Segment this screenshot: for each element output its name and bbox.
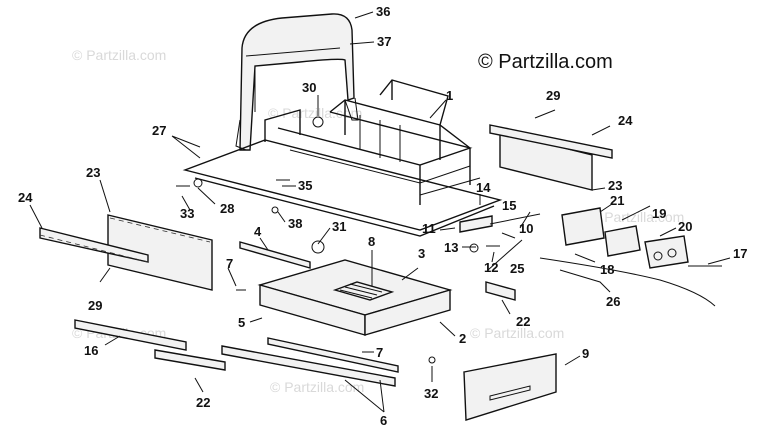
callout-16: 16 — [84, 343, 98, 358]
rack-frame — [182, 79, 503, 237]
callout-7b: 7 — [376, 345, 383, 360]
callout-17: 17 — [733, 246, 747, 261]
callout-15: 15 — [502, 198, 516, 213]
callout-7a: 7 — [226, 256, 233, 271]
callout-11: 11 — [422, 221, 436, 236]
side-panel-left — [39, 214, 213, 291]
callout-12: 12 — [484, 260, 498, 275]
callout-21: 21 — [610, 193, 624, 208]
tail-light — [539, 207, 722, 307]
callout-36: 36 — [376, 4, 390, 19]
callout-33: 33 — [180, 206, 194, 221]
callout-24a: 24 — [18, 190, 33, 205]
watermark-top-left: © Partzilla.com — [72, 47, 166, 63]
callout-10: 10 — [519, 221, 533, 236]
callout-24b: 24 — [618, 113, 633, 128]
fasteners — [176, 116, 541, 364]
callout-23a: 23 — [86, 165, 100, 180]
callout-30: 30 — [302, 80, 316, 95]
callout-22a: 22 — [516, 314, 530, 329]
callout-27: 27 — [152, 123, 166, 138]
watermark-bottom-mid: © Partzilla.com — [270, 379, 364, 395]
callout-26: 26 — [606, 294, 620, 309]
storage-box — [257, 259, 453, 336]
callout-25: 25 — [510, 261, 524, 276]
callout-37: 37 — [377, 34, 391, 49]
callout-3: 3 — [418, 246, 425, 261]
callout-23b: 23 — [608, 178, 622, 193]
bracket-panel — [463, 353, 557, 421]
callout-6: 6 — [380, 413, 387, 428]
rails — [74, 241, 516, 387]
callout-2: 2 — [459, 331, 466, 346]
callout-4: 4 — [254, 224, 262, 239]
callout-9: 9 — [582, 346, 589, 361]
callout-20: 20 — [678, 219, 692, 234]
brand-label: © Partzilla.com — [478, 51, 613, 73]
callout-35: 35 — [298, 178, 312, 193]
watermark-top-mid: © Partzilla.com — [268, 105, 362, 121]
callout-14: 14 — [476, 180, 491, 195]
callout-28: 28 — [220, 201, 234, 216]
callout-5: 5 — [238, 315, 245, 330]
callout-38: 38 — [288, 216, 302, 231]
watermark-bottom-right: © Partzilla.com — [470, 325, 564, 341]
callout-31: 31 — [332, 219, 346, 234]
callout-18: 18 — [600, 262, 614, 277]
callouts: 1 2 3 4 5 6 7 7 8 9 10 11 12 13 14 15 16… — [18, 4, 747, 428]
callout-22b: 22 — [196, 395, 210, 410]
callout-19: 19 — [652, 206, 666, 221]
callout-13: 13 — [444, 240, 458, 255]
watermark-right: © Partzilla.com — [590, 209, 684, 225]
leader-lines — [29, 11, 731, 413]
callout-8: 8 — [368, 234, 375, 249]
backrest — [235, 13, 359, 151]
callout-32: 32 — [424, 386, 438, 401]
side-panel-right — [489, 124, 613, 191]
callout-1: 1 — [446, 88, 453, 103]
callout-29b: 29 — [88, 298, 102, 313]
callout-29a: 29 — [546, 88, 560, 103]
